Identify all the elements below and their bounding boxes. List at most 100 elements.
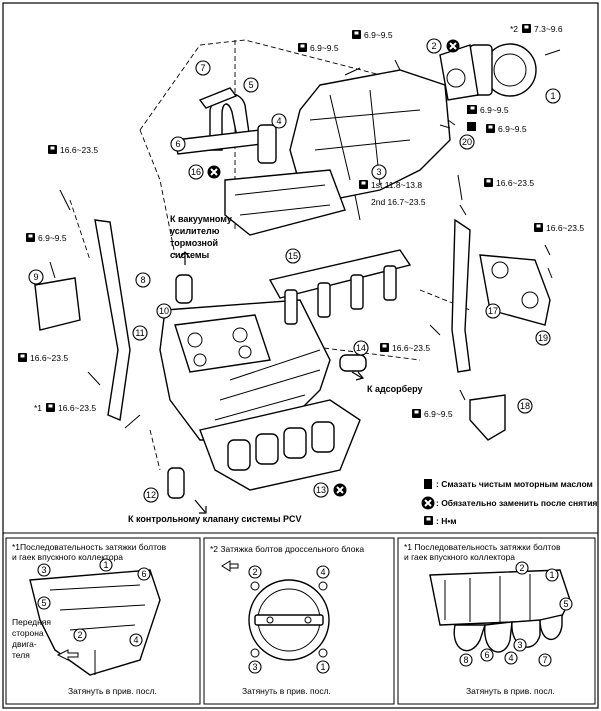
hose-12 — [167, 467, 185, 499]
svg-text:8: 8 — [140, 275, 145, 285]
wrench-icon — [484, 178, 493, 187]
svg-text:14: 14 — [356, 343, 366, 353]
svg-text:и гаек впускного коллектора: и гаек впускного коллектора — [404, 552, 515, 562]
svg-text:5: 5 — [563, 599, 568, 609]
svg-text:2: 2 — [519, 563, 524, 573]
torque-labels: 6.9~9.5 6.9~9.5 *2 7.3~9.6 6.9~9.5 6.9~9… — [18, 24, 584, 419]
svg-text:2: 2 — [77, 630, 82, 640]
svg-text:*2: *2 — [510, 24, 518, 34]
bracket-17 — [451, 218, 471, 373]
svg-text:Затянуть в прив. посл.: Затянуть в прив. посл. — [68, 686, 157, 696]
arrow-left-icon — [221, 560, 239, 572]
callout-8: 8 — [135, 272, 151, 288]
callout-15: 15 — [285, 248, 301, 264]
injectors — [284, 265, 397, 325]
oil-can-icon — [424, 479, 432, 489]
svg-text:двига-: двига- — [12, 639, 37, 649]
callout-19: 19 — [535, 330, 551, 346]
valve-4 — [257, 124, 277, 164]
svg-text:6.9~9.5: 6.9~9.5 — [310, 43, 339, 53]
wrench-icon — [298, 43, 307, 52]
svg-text:10: 10 — [159, 306, 169, 316]
svg-text:3: 3 — [517, 640, 522, 650]
callout-2: 2 — [426, 38, 442, 54]
svg-text:6: 6 — [484, 650, 489, 660]
svg-text:*1Последовательность затяжки б: *1Последовательность затяжки болтов — [12, 542, 167, 552]
fuel-rail — [268, 249, 412, 299]
throttle-body — [439, 43, 537, 101]
svg-text:6.9~9.5: 6.9~9.5 — [364, 30, 393, 40]
svg-text:2nd 16.7~23.5: 2nd 16.7~23.5 — [371, 197, 426, 207]
inset-right-sequence: *1 Последовательность затяжки болтов и г… — [397, 537, 596, 705]
oil-can-icon — [467, 122, 476, 131]
wrench-icon — [18, 353, 27, 362]
clamp-7 — [198, 87, 238, 109]
svg-text:1: 1 — [103, 560, 108, 570]
svg-text:*1 Последовательность затяжки: *1 Последовательность затяжки болтов — [404, 542, 561, 552]
wrench-icon — [26, 233, 35, 242]
inset-middle-throttle: *2 Затяжка болтов дроссельного блока 2 4… — [203, 537, 395, 705]
svg-text:7: 7 — [200, 63, 205, 73]
svg-text:9: 9 — [33, 272, 38, 282]
svg-text:К контрольному клапану системы: К контрольному клапану системы PCV — [128, 514, 302, 524]
svg-text:Затянуть в прив. посл.: Затянуть в прив. посл. — [242, 686, 331, 696]
svg-text:5: 5 — [41, 598, 46, 608]
svg-text:16.6~23.5: 16.6~23.5 — [546, 223, 584, 233]
svg-text:20: 20 — [462, 137, 472, 147]
svg-text:1: 1 — [549, 570, 554, 580]
callout-6: 6 — [170, 136, 186, 152]
svg-text:1: 1 — [550, 91, 555, 101]
svg-text:К вакуумному: К вакуумному — [170, 214, 232, 224]
svg-text:7: 7 — [542, 655, 547, 665]
wrench-icon — [424, 516, 433, 525]
svg-text:16.6~23.5: 16.6~23.5 — [496, 178, 534, 188]
hose-14 — [339, 354, 367, 372]
inset-left-sequence: *1Последовательность затяжки болтов и га… — [5, 537, 201, 705]
svg-text:сторона: сторона — [12, 628, 44, 638]
callout-12: 12 — [143, 487, 159, 503]
callout-18: 18 — [517, 398, 533, 414]
callout-13: 13 — [313, 482, 329, 498]
callout-16: 16 — [188, 164, 204, 180]
svg-text:15: 15 — [288, 251, 298, 261]
svg-text:3: 3 — [252, 662, 257, 672]
intake-collector-upper — [289, 69, 451, 201]
replace-mark-icon — [420, 495, 436, 511]
arrow-left-icon — [56, 649, 79, 661]
svg-text:6: 6 — [175, 139, 180, 149]
wrench-icon — [468, 105, 477, 114]
svg-text:19: 19 — [538, 333, 548, 343]
svg-text:5: 5 — [248, 80, 253, 90]
wrench-icon — [534, 223, 543, 232]
svg-text:11: 11 — [135, 328, 144, 338]
wrench-icon — [48, 145, 57, 154]
svg-text:4: 4 — [508, 653, 513, 663]
svg-text:усилителю: усилителю — [170, 226, 220, 236]
svg-text:18: 18 — [520, 401, 530, 411]
svg-text:3: 3 — [376, 167, 381, 177]
callout-11: 11 — [132, 325, 148, 341]
callouts: 1 2 3 4 5 6 7 8 9 10 11 12 13 14 15 16 1… — [28, 38, 561, 503]
svg-text:1st 11.8~13.8: 1st 11.8~13.8 — [371, 180, 422, 190]
callout-7: 7 — [195, 60, 211, 76]
callout-5: 5 — [243, 77, 259, 93]
svg-text:6: 6 — [141, 569, 146, 579]
callout-20: 20 — [459, 134, 475, 150]
svg-text:16.6~23.5: 16.6~23.5 — [60, 145, 98, 155]
svg-text:16.6~23.5: 16.6~23.5 — [30, 353, 68, 363]
svg-text:4: 4 — [320, 567, 325, 577]
gasket-upper — [224, 169, 346, 236]
callout-17: 17 — [485, 303, 501, 319]
bracket-18 — [469, 394, 506, 441]
wrench-icon — [46, 403, 55, 412]
svg-text:12: 12 — [146, 490, 156, 500]
svg-text:2: 2 — [252, 567, 257, 577]
direction-labels: К вакуумному усилителю тормозной системы… — [128, 214, 423, 524]
wrench-icon — [359, 180, 368, 189]
svg-text:6.9~9.5: 6.9~9.5 — [38, 233, 67, 243]
wrench-icon — [522, 24, 531, 33]
svg-text:2: 2 — [431, 41, 436, 51]
svg-text:16.6~23.5: 16.6~23.5 — [392, 343, 430, 353]
svg-text:системы: системы — [170, 250, 209, 260]
